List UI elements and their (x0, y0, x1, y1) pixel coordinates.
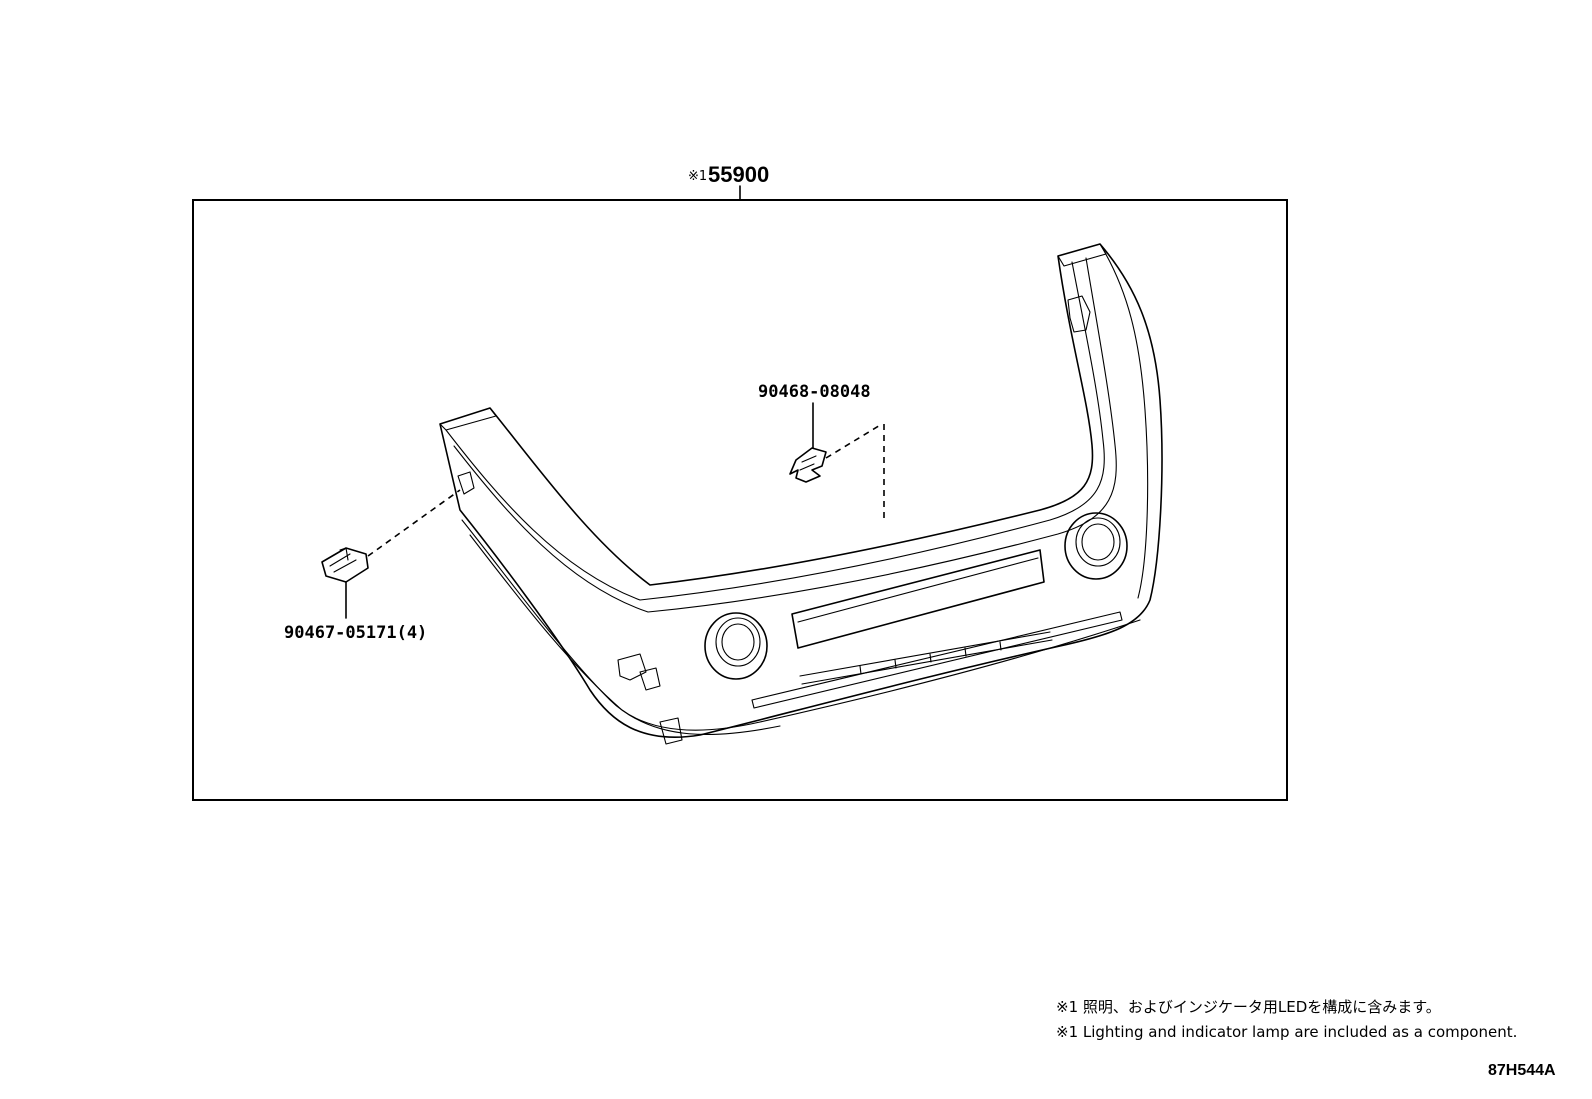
display-window (791, 549, 1045, 649)
button-strip (799, 631, 1051, 677)
clip-lower-dashed-leader (367, 489, 461, 557)
assembly-frame (192, 199, 1288, 801)
clip-lower-group[interactable]: 90467-05171(4) (284, 489, 461, 643)
clip-lower-part-number[interactable]: 90467-05171(4) (284, 623, 427, 643)
main-assembly-callout[interactable]: ※1 55900 (688, 162, 769, 201)
center-cluster-panel-illustration[interactable] (439, 243, 1163, 745)
clip-upper-part-number[interactable]: 90468-08048 (758, 382, 871, 402)
footnote-japanese: ※1 照明、およびインジケータ用LEDを構成に含みます。 (1056, 998, 1441, 1016)
right-knob (1064, 512, 1128, 580)
clip-upper-group[interactable]: 90468-08048 (758, 382, 885, 520)
clip-upper-illustration (789, 447, 827, 483)
clip-lower-illustration (321, 547, 369, 583)
clip-upper-dashed-leader (825, 423, 883, 459)
main-assembly-part-number[interactable]: 55900 (708, 162, 769, 187)
reference-mark: ※1 (688, 169, 707, 184)
footnote-english: ※1 Lighting and indicator lamp are inclu… (1056, 1023, 1518, 1041)
illustration-code: 87H544A (1488, 1062, 1556, 1079)
left-knob (704, 612, 768, 680)
